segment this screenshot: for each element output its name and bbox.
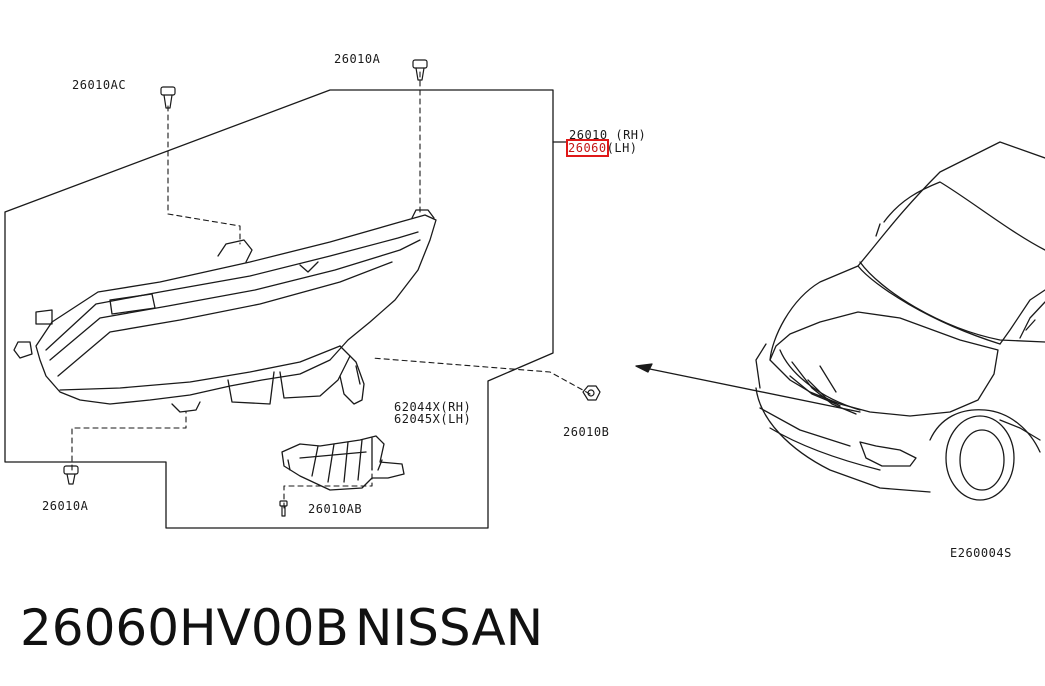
label-26060-lh: 26060(LH)	[566, 139, 638, 157]
screw-26010AC	[160, 86, 176, 109]
label-lh-suffix: (LH)	[606, 141, 638, 155]
brand-caption: NISSAN	[355, 599, 544, 657]
bolt-26010B	[582, 385, 601, 401]
leader-26010AB	[283, 467, 373, 509]
vehicle-front-view	[755, 141, 1045, 501]
label-26010AB: 26010AB	[308, 502, 363, 516]
label-26010B: 26010B	[563, 425, 610, 439]
leader-26010B	[371, 357, 591, 395]
label-26010AC: 26010AC	[72, 78, 127, 92]
leader-26010A-bottom	[71, 411, 187, 471]
label-26010A-top: 26010A	[334, 52, 381, 66]
highlighted-part-number: 26060	[566, 139, 609, 157]
label-26010-rh: 26010 (RH)	[569, 128, 647, 142]
label-26010A-bottom: 26010A	[42, 499, 89, 513]
screw-26010A-top	[412, 59, 428, 81]
bracket-assembly	[281, 435, 405, 491]
diagram-code: E260004S	[950, 546, 1012, 560]
headlamp-assembly	[13, 209, 437, 413]
location-arrow	[635, 363, 861, 413]
assembly-boundary	[4, 89, 554, 529]
bolt-26010A-bottom	[63, 465, 79, 485]
label-62045x-lh: 62045X(LH)	[394, 412, 472, 426]
label-62044x-rh: 62044X(RH)	[394, 400, 472, 414]
leader-26010AC	[167, 105, 241, 245]
part-number-caption: 26060HV00B	[20, 599, 349, 657]
bolt-26010AB	[279, 500, 288, 517]
